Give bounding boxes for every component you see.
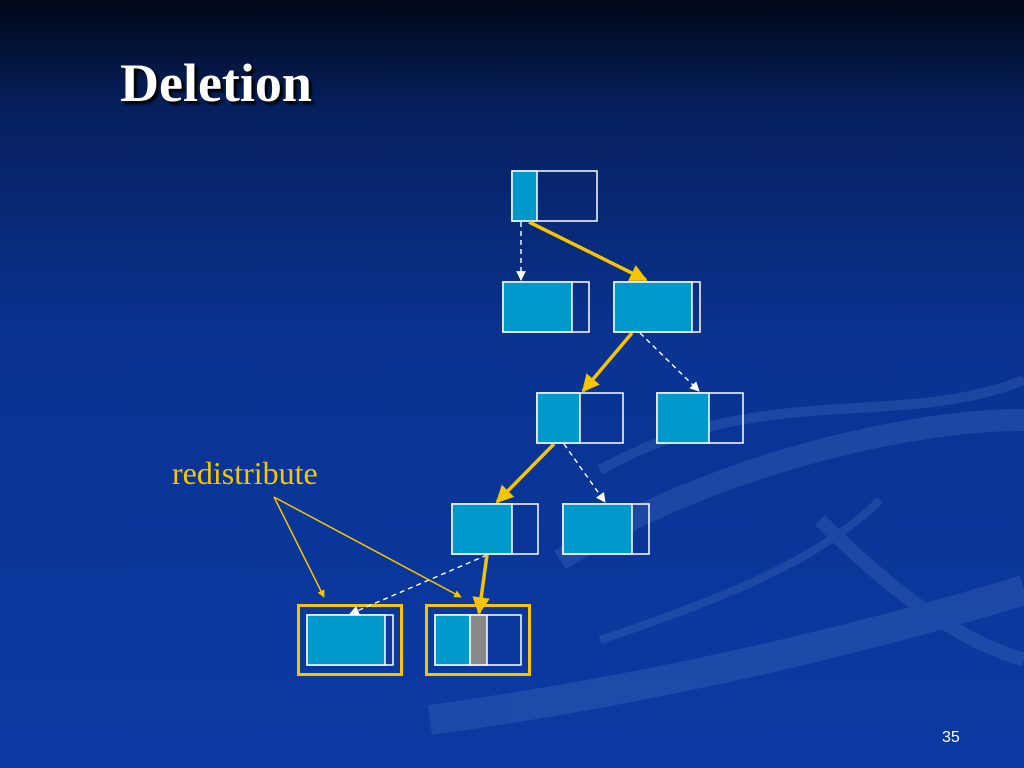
search-path-edges xyxy=(472,220,648,615)
page-number: 35 xyxy=(942,729,960,746)
slide-title: Deletion xyxy=(120,53,312,113)
level1-right-node xyxy=(613,281,701,333)
redistribute-label: redistribute xyxy=(172,455,318,491)
level1-left-node xyxy=(502,281,590,333)
level3-right-node xyxy=(562,503,650,555)
dashed-edges xyxy=(349,222,700,616)
root-node xyxy=(511,170,598,222)
background-swirl xyxy=(427,375,1024,735)
level2-left-node xyxy=(536,392,624,444)
level3-left-node xyxy=(451,503,539,555)
leaf-right-node xyxy=(425,604,531,676)
leaf-left-node xyxy=(297,604,403,676)
level2-right-node xyxy=(656,392,744,444)
redistribute-arrows xyxy=(273,496,462,598)
deleted-key-slot xyxy=(469,614,488,666)
